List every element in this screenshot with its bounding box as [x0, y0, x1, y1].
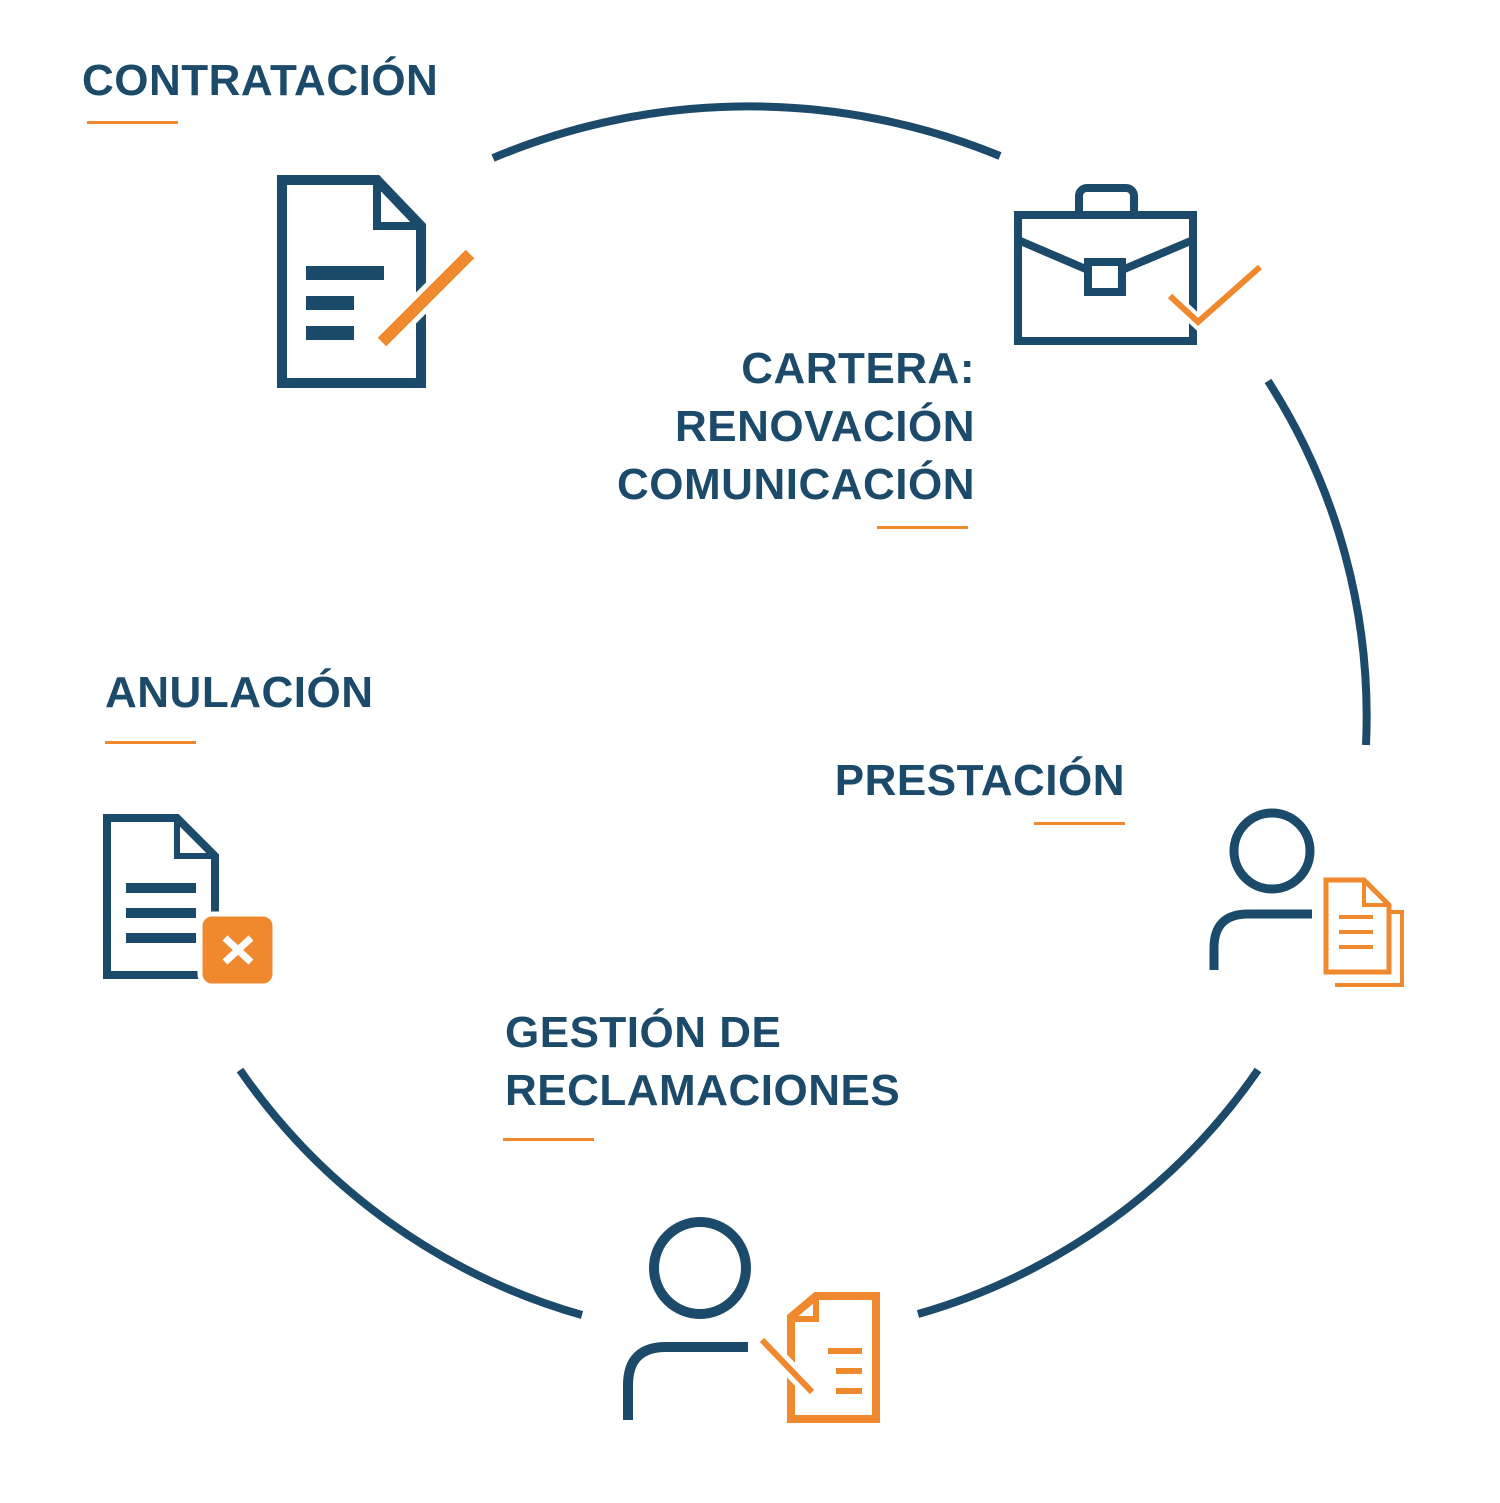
- document-pen-icon: [277, 175, 478, 388]
- stage-label-cartera: CARTERA: RENOVACIÓN COMUNICACIÓN: [617, 340, 975, 514]
- user-document-pen-icon: [623, 1217, 880, 1423]
- stage-underline: [877, 526, 968, 529]
- user-documents-icon: [1209, 808, 1404, 987]
- briefcase-check-icon: [1014, 184, 1265, 345]
- stage-label-text: CARTERA:: [741, 344, 975, 393]
- stage-underline: [87, 121, 178, 124]
- stage-label-text: COMUNICACIÓN: [617, 460, 975, 509]
- cycle-ring: [236, 102, 1371, 1319]
- arc-top: [491, 102, 1002, 162]
- stage-label-anulacion: ANULACIÓN: [105, 664, 373, 722]
- stage-underline: [503, 1138, 594, 1141]
- stage-label-prestacion: PRESTACIÓN: [835, 752, 1125, 810]
- stage-underline: [105, 741, 196, 744]
- stage-label-gestion: GESTIÓN DE RECLAMACIONES: [505, 1004, 900, 1120]
- arc-right: [1264, 378, 1371, 746]
- stage-label-text: ANULACIÓN: [105, 668, 374, 717]
- arc-bottom-left: [236, 1067, 584, 1319]
- document-cancel-icon: [103, 814, 278, 989]
- arc-bottom-right: [916, 1067, 1262, 1318]
- stage-label-contratacion: CONTRATACIÓN: [82, 52, 438, 110]
- stage-label-text: PRESTACIÓN: [834, 756, 1125, 805]
- stage-underline: [1034, 822, 1125, 825]
- stage-label-text: GESTIÓN DE: [505, 1008, 782, 1057]
- stage-label-text: RENOVACIÓN: [675, 402, 975, 451]
- stage-label-text: RECLAMACIONES: [505, 1066, 901, 1115]
- stage-label-text: CONTRATACIÓN: [82, 56, 439, 105]
